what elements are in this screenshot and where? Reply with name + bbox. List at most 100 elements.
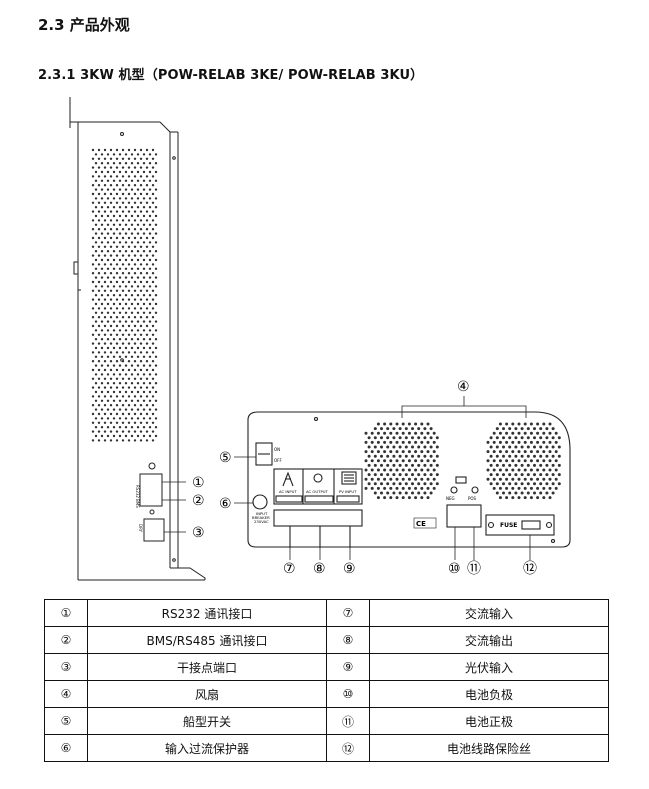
vent-hole — [100, 320, 104, 323]
vent-hole — [395, 496, 399, 500]
vent-hole — [148, 390, 152, 394]
vent-hole — [392, 473, 396, 477]
pv-input-label: PV INPUT — [339, 489, 357, 494]
vent-hole — [136, 153, 140, 156]
vent-hole — [498, 477, 502, 481]
vent-hole — [112, 241, 116, 244]
vent-hole — [154, 302, 158, 306]
vent-hole — [545, 473, 549, 477]
vent-hole — [386, 427, 390, 431]
vent-hole — [100, 214, 104, 218]
vent-hole — [112, 364, 116, 367]
vent-hole — [411, 454, 414, 458]
vent-hole — [106, 197, 110, 200]
vent-hole — [103, 236, 107, 240]
vent-hole — [545, 491, 549, 495]
vent-hole — [127, 272, 131, 275]
vent-hole — [435, 463, 439, 467]
vent-hole — [401, 450, 405, 454]
vent-hole — [103, 324, 107, 328]
vent-hole — [148, 417, 152, 420]
vent-hole — [523, 496, 527, 500]
vent-hole — [112, 170, 116, 174]
vent-hole — [136, 417, 140, 420]
right-description: 光伏输入 — [369, 653, 609, 681]
vent-hole — [115, 236, 119, 240]
vent-hole — [121, 210, 125, 213]
vent-hole — [514, 482, 518, 486]
vent-hole — [511, 422, 515, 426]
vent-hole — [97, 175, 101, 178]
vent-hole — [103, 219, 107, 222]
vent-hole — [100, 399, 104, 402]
vent-hole — [100, 426, 104, 429]
vent-hole — [151, 395, 155, 398]
vent-hole — [148, 170, 152, 174]
vent-hole — [420, 422, 424, 426]
vent-hole — [142, 232, 146, 235]
vent-hole — [109, 307, 113, 310]
vent-hole — [130, 426, 134, 429]
vent-hole — [130, 179, 134, 182]
vent-hole — [115, 228, 119, 231]
vent-hole — [127, 166, 131, 169]
vent-hole — [91, 263, 95, 266]
input-breaker-label-3: 230VAC — [254, 519, 269, 524]
vent-hole — [115, 439, 119, 442]
vent-hole — [118, 285, 122, 288]
vent-hole — [148, 162, 152, 165]
vent-hole — [432, 440, 436, 444]
vent-hole — [115, 298, 119, 301]
vent-hole — [91, 404, 95, 407]
vent-hole — [130, 170, 134, 174]
vent-hole — [112, 250, 116, 253]
vent-hole — [551, 463, 555, 467]
vent-hole — [154, 338, 158, 341]
vent-hole — [151, 192, 155, 196]
vent-hole — [118, 250, 122, 253]
vent-hole — [97, 201, 101, 204]
vent-hole — [508, 454, 512, 458]
vent-hole — [145, 316, 149, 319]
vent-hole — [148, 294, 152, 297]
vent-hole — [148, 373, 152, 376]
vent-hole — [389, 431, 393, 435]
vent-hole — [106, 162, 110, 165]
vent-hole — [106, 390, 110, 394]
vent-hole — [127, 245, 131, 248]
vent-hole — [151, 148, 155, 152]
vent-hole — [103, 386, 107, 389]
vent-hole — [517, 496, 521, 500]
vent-hole — [380, 463, 383, 467]
vent-hole — [106, 153, 110, 156]
vent-hole — [536, 459, 540, 463]
vent-hole — [151, 254, 155, 257]
vent-hole — [505, 459, 509, 463]
vent-hole — [376, 496, 380, 500]
vent-hole — [404, 491, 408, 495]
vent-hole — [91, 430, 95, 433]
vent-hole — [548, 468, 552, 472]
dry-label: DRY — [138, 524, 143, 533]
vent-hole — [142, 285, 146, 288]
vent-hole — [115, 307, 119, 310]
vent-hole — [148, 258, 152, 262]
vent-hole — [136, 214, 140, 218]
vent-hole — [127, 175, 131, 178]
section-title: 2.3 产品外观 — [38, 16, 130, 34]
vent-hole — [148, 214, 152, 218]
vent-hole — [367, 463, 371, 467]
vent-hole — [118, 223, 122, 226]
vent-hole — [118, 364, 122, 367]
vent-hole — [404, 473, 408, 477]
right-number: ⑩ — [326, 680, 370, 708]
vent-hole — [529, 440, 533, 444]
vent-hole — [133, 351, 137, 354]
vent-hole — [557, 436, 561, 440]
vent-hole — [154, 329, 158, 332]
vent-hole — [154, 320, 158, 323]
vent-hole — [106, 206, 110, 209]
vent-hole — [127, 307, 131, 310]
vent-hole — [539, 473, 543, 477]
